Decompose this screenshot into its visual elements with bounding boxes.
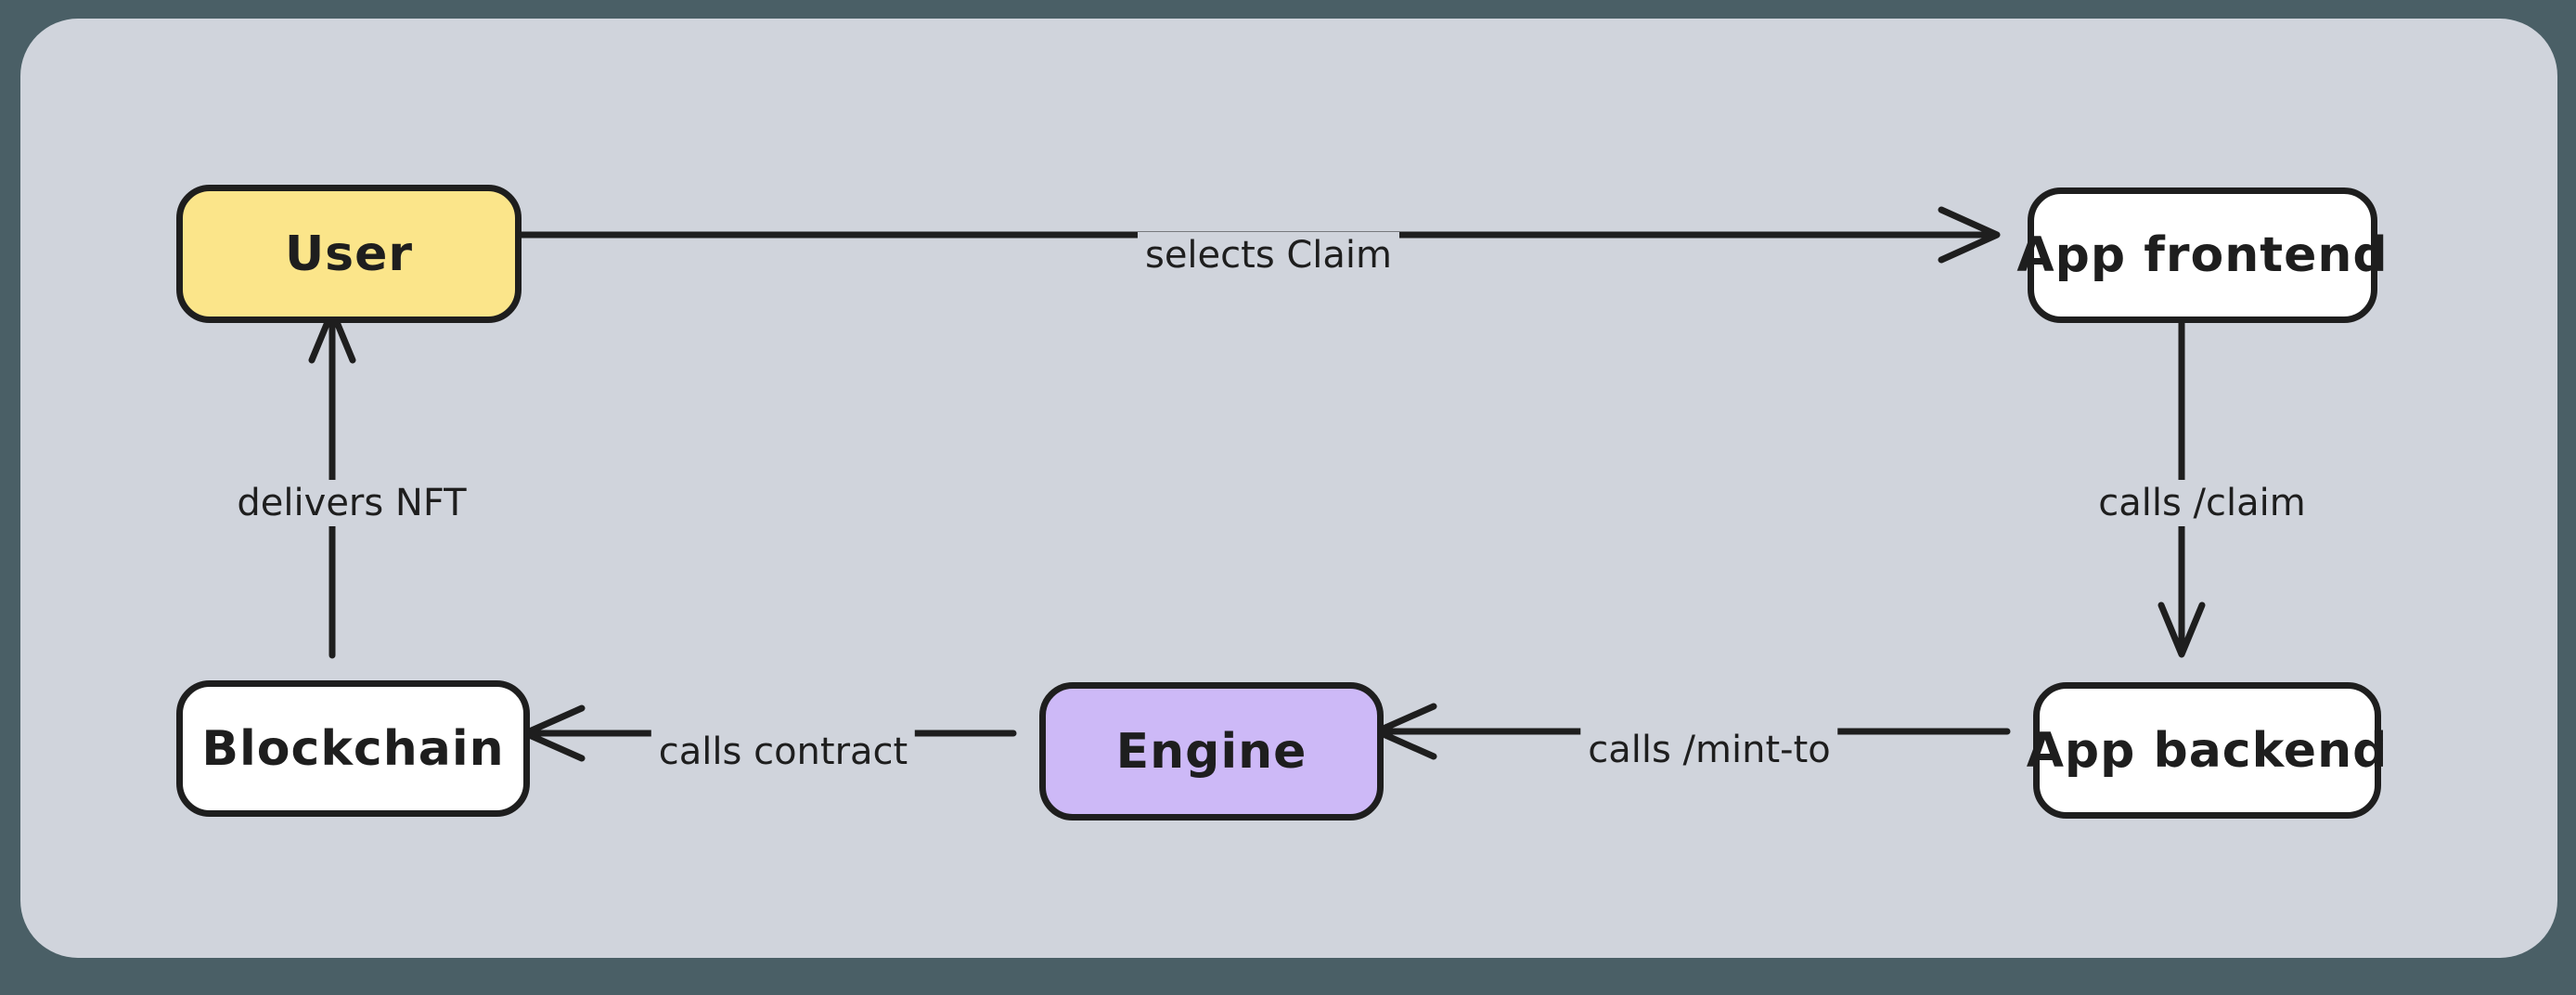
node-engine-label: Engine <box>1115 723 1307 780</box>
edge-label-delivers-nft: delivers NFT <box>229 480 474 526</box>
node-user: User <box>176 185 522 323</box>
edge-label-calls-contract: calls contract <box>650 729 916 775</box>
node-blockchain-label: Blockchain <box>201 720 505 777</box>
node-user-label: User <box>284 226 414 282</box>
node-app-backend-label: App backend <box>2026 722 2389 779</box>
diagram-canvas: User App frontend App backend Engine Blo… <box>20 19 2557 958</box>
edge-label-calls-claim: calls /claim <box>2091 480 2313 526</box>
arrowhead-down-icon <box>2157 601 2206 658</box>
arrowhead-right-icon <box>1938 206 2001 264</box>
node-engine: Engine <box>1039 682 1384 821</box>
node-blockchain: Blockchain <box>176 680 530 817</box>
node-app-frontend: App frontend <box>2016 187 2388 323</box>
edge-label-calls-mint-to: calls /mint-to <box>1580 727 1838 773</box>
node-app-frontend-label: App frontend <box>2016 227 2389 283</box>
edge-label-selects-claim: selects Claim <box>1137 232 1400 278</box>
node-app-backend: App backend <box>2027 682 2387 819</box>
